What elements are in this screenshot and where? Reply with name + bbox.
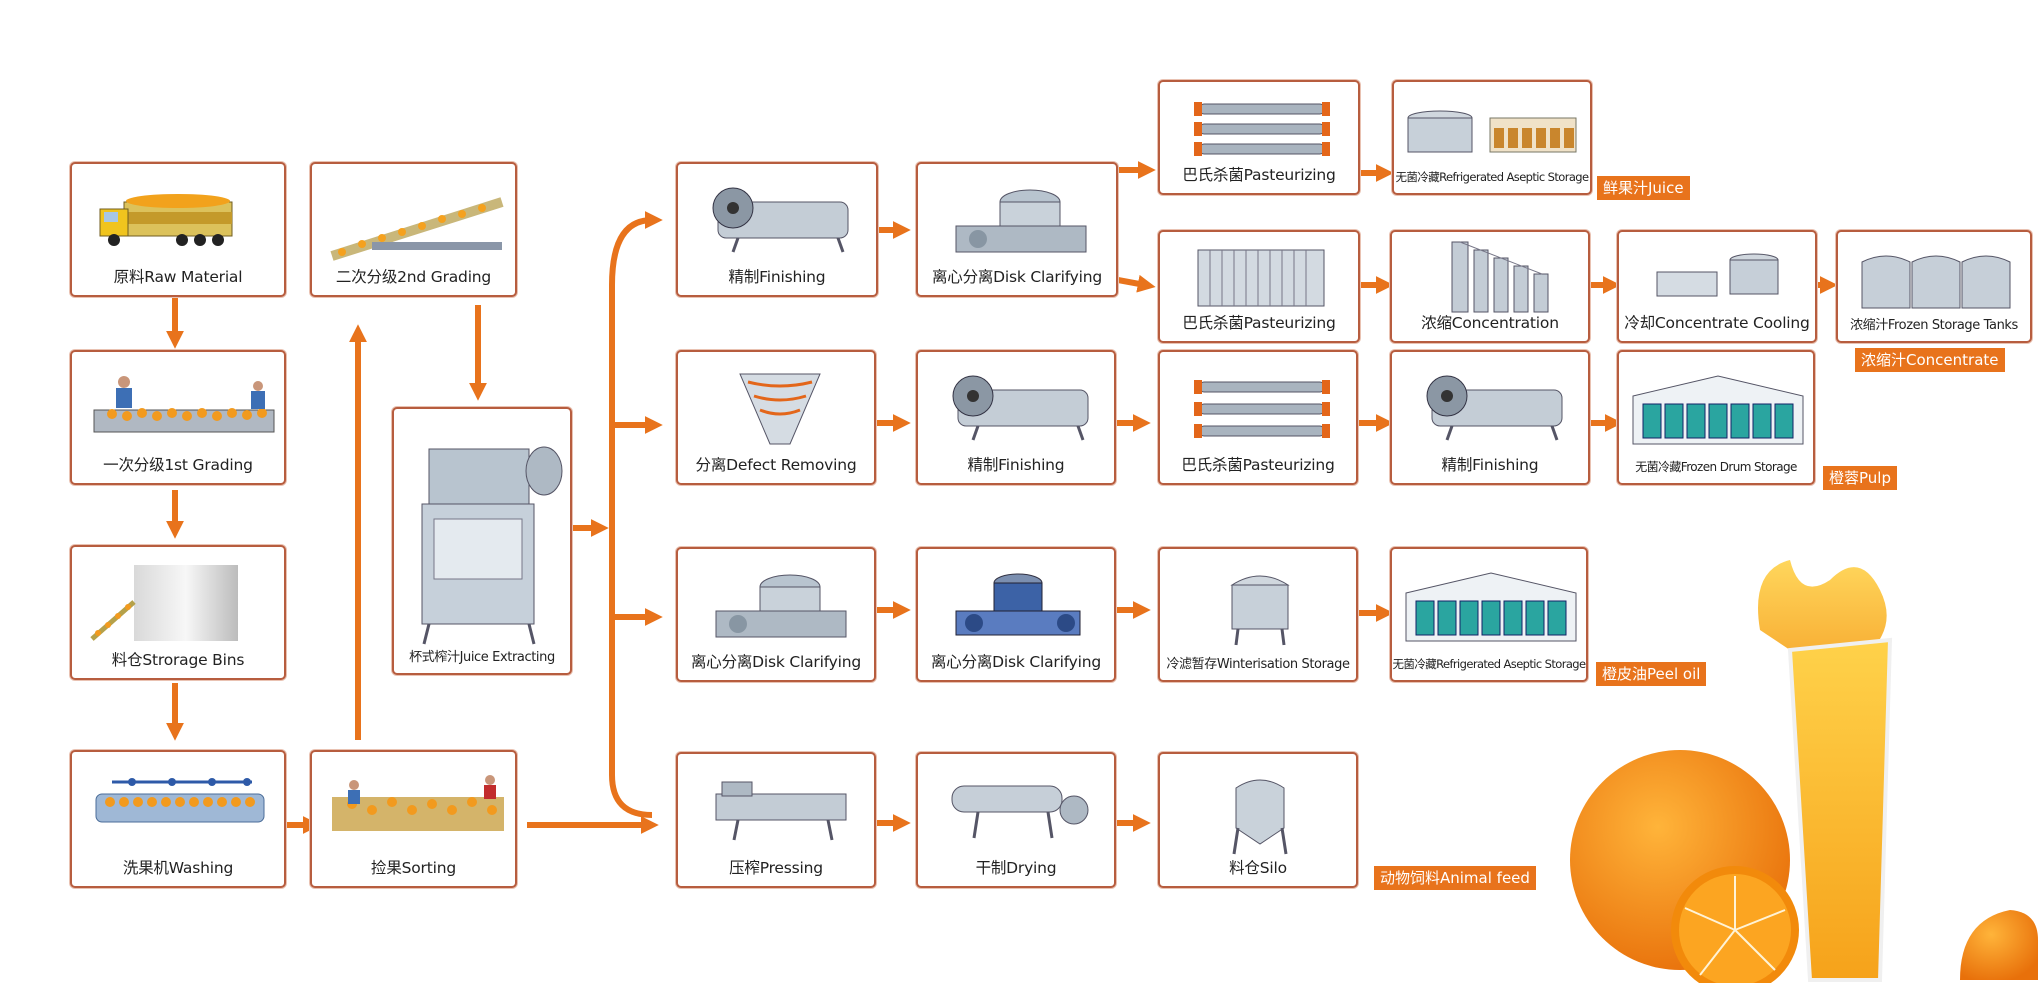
step-concentrate-cooling: 冷却Concentrate Cooling <box>1617 230 1817 343</box>
step-grading-1: 一次分级1st Grading <box>70 350 286 485</box>
step-silo: 料仓Silo <box>1158 752 1358 888</box>
step-label: 离心分离Disk Clarifying <box>930 653 1102 671</box>
output-juice: 鲜果汁Juice <box>1597 176 1690 200</box>
grading-machine-icon <box>93 376 275 433</box>
silo-icon <box>1232 779 1288 855</box>
conveyor-icon <box>330 197 504 261</box>
finisher-icon <box>1426 375 1563 441</box>
step-label: 无菌冷藏Refrigerated Aseptic Storage <box>1392 657 1587 671</box>
cold-room-icon <box>1632 375 1804 445</box>
step-label: 离心分离Disk Clarifying <box>931 268 1103 286</box>
step-label: 料仓Strorage Bins <box>111 651 245 669</box>
step-concentration: 浓缩Concentration <box>1390 230 1590 343</box>
output-animal-feed: 动物饲料Animal feed <box>1374 866 1536 890</box>
step-disk-clarifying-b: 离心分离Disk Clarifying <box>676 547 876 682</box>
step-defect-removing: 分离Defect Removing <box>676 350 876 485</box>
step-label: 浓缩汁Frozen Storage Tanks <box>1850 318 2018 333</box>
centrifuge-icon <box>715 574 847 638</box>
step-label: 巴氏杀菌Pasteurizing <box>1182 166 1336 184</box>
orange-juice-illustration <box>1570 560 2038 983</box>
heat-exchanger-icon <box>1194 102 1330 156</box>
centrifuge-icon <box>955 189 1087 253</box>
step-storage-bins: 料仓Strorage Bins <box>70 545 286 680</box>
evaporator-icon <box>1451 241 1549 313</box>
step-pasteurizing-a: 巴氏杀菌Pasteurizing <box>1158 80 1360 195</box>
step-disk-clarifying-c: 离心分离Disk Clarifying <box>916 547 1116 682</box>
extractor-icon <box>421 446 563 645</box>
step-washing: 洗果机Washing <box>70 750 286 888</box>
step-label: 捡果Sorting <box>371 859 456 877</box>
step-disk-clarifying-a: 离心分离Disk Clarifying <box>916 162 1118 297</box>
plate-pasteurizer-icon <box>1197 249 1325 307</box>
output-peel-oil: 橙皮油Peel oil <box>1596 662 1707 686</box>
press-icon <box>715 781 847 841</box>
finisher-icon <box>712 187 849 253</box>
step-label: 杯式榨汁Juice Extracting <box>409 650 555 665</box>
step-pasteurizing-c: 巴氏杀菌Pasteurizing <box>1158 350 1358 485</box>
step-label: 冷滤暂存Winterisation Storage <box>1166 657 1350 672</box>
step-label: 精制Finishing <box>967 456 1065 474</box>
separator-icon <box>739 373 821 445</box>
output-pulp: 橙蓉Pulp <box>1823 466 1897 490</box>
step-juice-extracting: 杯式榨汁Juice Extracting <box>392 407 572 675</box>
step-label: 无菌冷藏Refrigerated Aseptic Storage <box>1395 170 1590 184</box>
step-label: 精制Finishing <box>728 268 826 286</box>
washer-icon <box>95 778 265 823</box>
heat-exchanger-icon <box>1194 380 1330 438</box>
step-sorting: 捡果Sorting <box>310 750 517 888</box>
step-aseptic-storage-a: 无菌冷藏Refrigerated Aseptic Storage <box>1392 80 1592 195</box>
step-label: 离心分离Disk Clarifying <box>690 653 862 671</box>
step-label: 压榨Pressing <box>729 859 823 877</box>
step-label: 洗果机Washing <box>122 859 234 877</box>
step-label: 二次分级2nd Grading <box>335 268 492 286</box>
step-pressing: 压榨Pressing <box>676 752 876 888</box>
step-label: 巴氏杀菌Pasteurizing <box>1182 314 1336 332</box>
step-raw-material: 原料Raw Material <box>70 162 286 297</box>
cooling-unit-icon <box>1656 253 1779 297</box>
step-winterisation-storage: 冷滤暂存Winterisation Storage <box>1158 547 1358 682</box>
branch-trunk <box>609 285 653 818</box>
step-label: 原料Raw Material <box>113 268 243 286</box>
step-frozen-tanks: 浓缩汁Frozen Storage Tanks <box>1836 230 2032 343</box>
output-concentrate: 浓缩汁Concentrate <box>1855 348 2005 372</box>
centrifuge-blue-icon <box>955 573 1081 636</box>
step-finishing-a: 精制Finishing <box>676 162 878 297</box>
step-label: 精制Finishing <box>1441 456 1539 474</box>
step-label: 无菌冷藏Frozen Drum Storage <box>1635 460 1797 474</box>
juice-glass <box>1787 637 1893 982</box>
juice-splash <box>1758 560 1887 664</box>
storage-bin-icon <box>90 565 238 641</box>
step-label: 浓缩Concentration <box>1421 314 1559 332</box>
truck-icon <box>99 194 233 246</box>
arrow-branch-finishing <box>609 211 663 286</box>
orange-half-icon <box>1960 910 2038 980</box>
finisher-icon <box>952 375 1089 441</box>
step-drying: 干制Drying <box>916 752 1116 888</box>
step-label: 冷却Concentrate Cooling <box>1624 314 1810 332</box>
step-grading-2: 二次分级2nd Grading <box>310 162 517 297</box>
step-label: 一次分级1st Grading <box>103 456 253 474</box>
step-aseptic-storage-b: 无菌冷藏Refrigerated Aseptic Storage <box>1390 547 1588 682</box>
storage-tank-icon <box>1407 110 1577 153</box>
tank-icon <box>1230 575 1290 646</box>
step-label: 料仓Silo <box>1229 859 1287 877</box>
step-frozen-drum-storage: 无菌冷藏Frozen Drum Storage <box>1617 350 1815 485</box>
silo-tanks-icon <box>1861 255 2011 309</box>
step-label: 干制Drying <box>975 859 1057 877</box>
step-label: 分离Defect Removing <box>695 456 857 474</box>
rotary-dryer-icon <box>951 785 1089 839</box>
step-pasteurizing-b: 巴氏杀菌Pasteurizing <box>1158 230 1360 343</box>
cold-room-icon <box>1405 572 1577 642</box>
arrow-r1-3 <box>1117 274 1156 293</box>
step-label: 巴氏杀菌Pasteurizing <box>1181 456 1335 474</box>
step-finishing-c: 精制Finishing <box>1390 350 1590 485</box>
sorting-table-icon <box>332 775 504 831</box>
step-finishing-b: 精制Finishing <box>916 350 1116 485</box>
